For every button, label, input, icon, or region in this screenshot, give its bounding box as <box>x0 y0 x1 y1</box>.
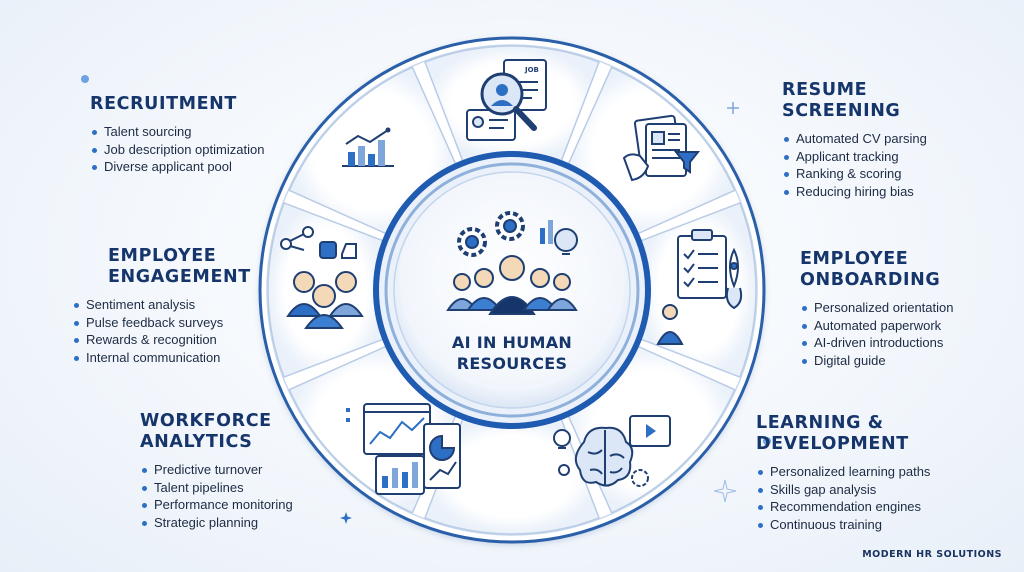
job-card-label: JOB <box>524 66 539 74</box>
workforce-analytics-list: Predictive turnover Talent pipelines Per… <box>140 461 293 531</box>
learning-development-title: LEARNING &DEVELOPMENT <box>756 413 909 454</box>
list-item: Automated paperwork <box>800 317 953 335</box>
team-gears-icon <box>446 211 578 315</box>
recruitment-panel: RECRUITMENT Talent sourcing Job descript… <box>90 94 264 176</box>
sparkle-decoration <box>81 75 89 83</box>
analytics-dashboard-icon <box>346 403 461 495</box>
list-item: AI-driven introductions <box>800 334 953 352</box>
list-item: Internal communication <box>72 349 251 367</box>
list-item: Talent sourcing <box>90 123 264 141</box>
sparkle-decoration <box>714 480 736 502</box>
recruitment-list: Talent sourcing Job description optimiza… <box>90 123 264 176</box>
resume-filter-icon <box>622 114 701 182</box>
list-item: Sentiment analysis <box>72 296 251 314</box>
list-item: Skills gap analysis <box>756 481 930 499</box>
outer-ring-inner-line <box>266 44 758 536</box>
bar-chart-icon <box>342 127 394 167</box>
list-item: Recommendation engines <box>756 498 930 516</box>
footer-brand: MODERN HR SOLUTIONS <box>862 549 1002 560</box>
employee-onboarding-list: Personalized orientation Automated paper… <box>800 299 953 369</box>
job-search-icon <box>466 59 547 141</box>
list-item: Job description optimization <box>90 141 264 159</box>
list-item: Rewards & recognition <box>72 331 251 349</box>
recruitment-title: RECRUITMENT <box>90 94 237 114</box>
list-item: Ranking & scoring <box>782 165 927 183</box>
list-item: Talent pipelines <box>140 479 293 497</box>
list-item: Performance monitoring <box>140 496 293 514</box>
team-network-icon <box>280 226 364 329</box>
list-item: Digital guide <box>800 352 953 370</box>
list-item: Reducing hiring bias <box>782 183 927 201</box>
list-item: Personalized orientation <box>800 299 953 317</box>
list-item: Strategic planning <box>140 514 293 532</box>
list-item: Diverse applicant pool <box>90 158 264 176</box>
employee-engagement-list: Sentiment analysis Pulse feedback survey… <box>72 296 251 366</box>
list-item: Pulse feedback surveys <box>72 314 251 332</box>
resume-screening-list: Automated CV parsing Applicant tracking … <box>782 130 927 200</box>
sparkle-decoration <box>340 512 352 524</box>
list-item: Personalized learning paths <box>756 463 930 481</box>
hub-mid-ring <box>384 162 640 418</box>
learning-development-list: Personalized learning paths Skills gap a… <box>756 463 930 533</box>
list-item: Automated CV parsing <box>782 130 927 148</box>
list-item: Predictive turnover <box>140 461 293 479</box>
list-item: Continuous training <box>756 516 930 534</box>
learning-development-panel: LEARNING &DEVELOPMENT Personalized learn… <box>756 413 930 533</box>
sparkle-decoration <box>727 102 739 114</box>
onboarding-checklist-icon <box>656 229 743 345</box>
ai-brain-learning-icon <box>553 415 671 487</box>
list-item: Applicant tracking <box>782 148 927 166</box>
sparkle-decoration <box>763 437 771 445</box>
